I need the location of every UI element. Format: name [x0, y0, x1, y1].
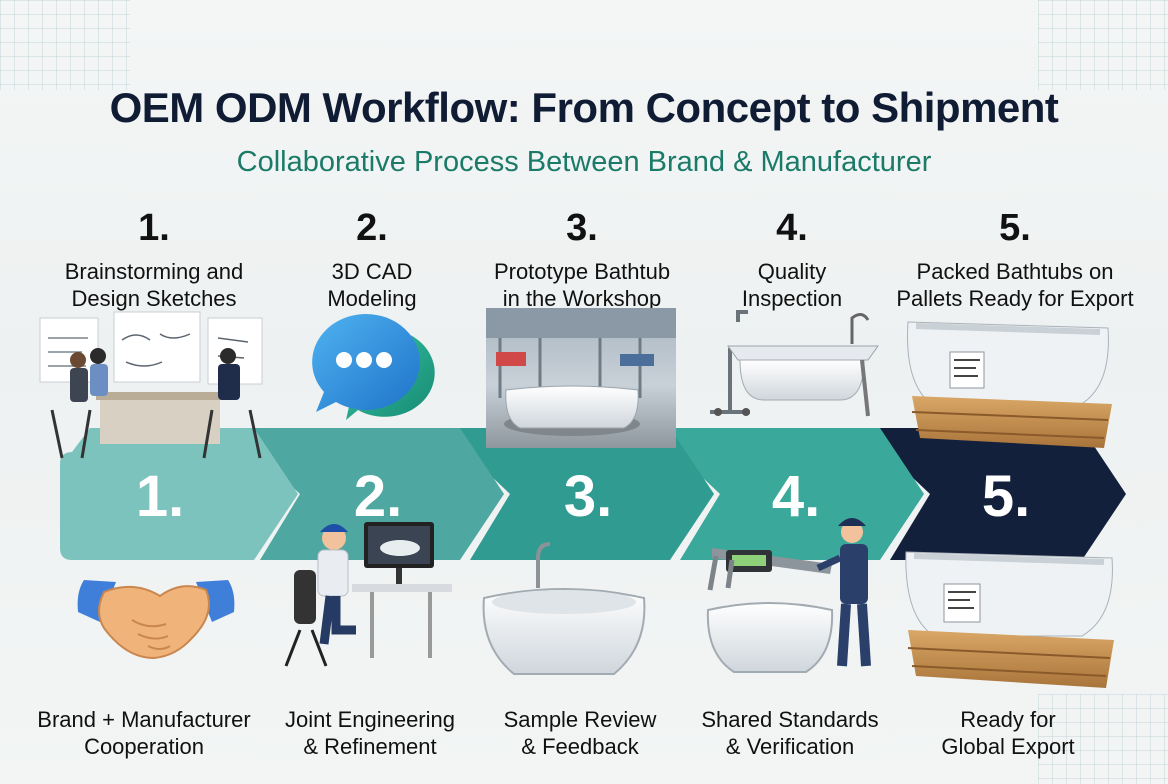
arrow-number-1: 1.	[136, 464, 184, 529]
chat-bubbles-icon	[312, 314, 435, 420]
page-title: OEM ODM Workflow: From Concept to Shipme…	[109, 84, 1059, 131]
top-step-label-text: Prototype Bathtub in the Workshop	[493, 259, 671, 311]
bottom-step-label-3: Sample Review & Feedback	[450, 706, 710, 760]
bottom-step-label-5: Ready for Global Export	[878, 706, 1138, 760]
top-step-number: 4.	[776, 207, 808, 249]
bathtub-icon	[482, 542, 646, 675]
grid-decoration-bottom-right	[1038, 694, 1168, 784]
top-step-label: Packed Bathtubs on Pallets Ready for Exp…	[880, 258, 1150, 312]
pallet-bathtub-icon	[907, 321, 1112, 448]
top-step-label-text: Packed Bathtubs on Pallets Ready for Exp…	[896, 259, 1134, 311]
inspection-rig-icon	[710, 310, 879, 417]
bottom-step-label-2: Joint Engineering & Refinement	[240, 706, 500, 760]
top-step-label: 3D CAD Modeling	[252, 258, 492, 312]
design-meeting-icon	[39, 311, 263, 459]
bottom-step-label-4: Shared Standards & Verification	[660, 706, 920, 760]
top-step-label: Quality Inspection	[672, 258, 912, 312]
workshop-bathtub-icon	[486, 308, 676, 448]
top-step-label-text: 3D CAD Modeling	[327, 259, 417, 311]
inspector-caliper-icon	[706, 518, 871, 673]
pallet-bathtub-icon	[905, 551, 1114, 688]
bottom-step-label-text: Joint Engineering & Refinement	[284, 707, 455, 759]
top-step-4: 4. Quality Inspection	[672, 208, 912, 312]
grid-decoration-top-right	[1038, 0, 1168, 90]
bottom-step-label-text: Ready for Global Export	[941, 707, 1075, 759]
top-step-5: 5. Packed Bathtubs on Pallets Ready for …	[880, 208, 1150, 312]
arrow-number-3: 3.	[564, 464, 612, 529]
bottom-step-label-text: Shared Standards & Verification	[701, 707, 879, 759]
grid-decoration-top-left	[0, 0, 130, 90]
bottom-step-label-1: Brand + Manufacturer Cooperation	[14, 706, 274, 760]
arrow-segment-2	[230, 428, 504, 560]
engineer-workstation-icon	[284, 522, 452, 667]
top-step-3: 3. Prototype Bathtub in the Workshop	[462, 208, 702, 312]
arrow-number-5: 5.	[982, 464, 1030, 529]
top-step-label-text: Brainstorming and Design Sketches	[64, 259, 244, 311]
handshake-icon	[77, 580, 235, 660]
bottom-step-label-text: Sample Review & Feedback	[503, 707, 657, 759]
top-step-number: 3.	[566, 207, 598, 249]
top-step-label: Prototype Bathtub in the Workshop	[462, 258, 702, 312]
bottom-step-label-text: Brand + Manufacturer Cooperation	[37, 707, 251, 759]
page-subtitle: Collaborative Process Between Brand & Ma…	[236, 146, 932, 178]
top-step-label-text: Quality Inspection	[741, 259, 843, 311]
top-step-1: 1. Brainstorming and Design Sketches	[34, 208, 274, 312]
top-step-label: Brainstorming and Design Sketches	[34, 258, 274, 312]
arrow-segment-1	[60, 428, 298, 560]
arrow-segment-5	[860, 428, 1126, 560]
top-step-number: 1.	[138, 207, 170, 249]
arrow-segment-3	[440, 428, 714, 560]
top-step-number: 5.	[999, 207, 1031, 249]
top-step-number: 2.	[356, 207, 388, 249]
arrow-number-2: 2.	[354, 464, 402, 529]
top-step-2: 2. 3D CAD Modeling	[252, 208, 492, 312]
arrow-number-4: 4.	[772, 464, 820, 529]
